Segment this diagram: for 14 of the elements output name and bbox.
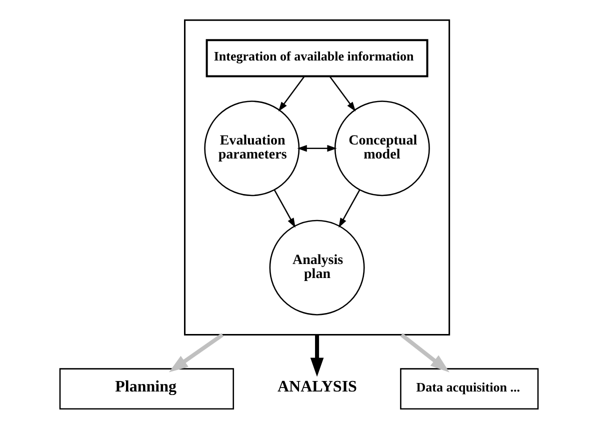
arrow	[273, 190, 295, 228]
node-box: Integration of available information	[205, 39, 428, 78]
cluster	[184, 19, 450, 336]
arrow	[310, 334, 324, 377]
node-box: Data acquisition ...	[400, 368, 538, 410]
arrow	[400, 333, 449, 372]
arrow	[328, 76, 356, 112]
node-box: Planning	[58, 368, 234, 410]
arrow	[168, 333, 224, 372]
arrow	[278, 76, 304, 112]
arrow	[338, 190, 360, 228]
node-text: ANALYSIS	[276, 378, 356, 396]
arrow	[296, 145, 336, 152]
node-circle: Analysis plan	[268, 220, 364, 316]
